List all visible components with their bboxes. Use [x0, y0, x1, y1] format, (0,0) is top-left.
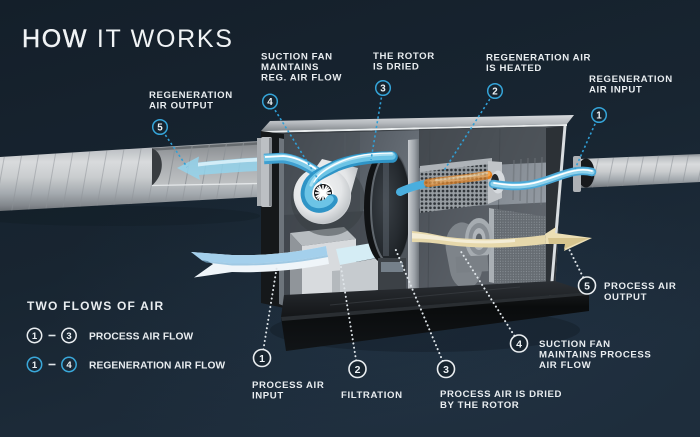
svg-text:3: 3: [443, 364, 449, 376]
svg-text:PROCESS AIR IS DRIED: PROCESS AIR IS DRIED: [440, 389, 562, 400]
svg-text:REGENERATION: REGENERATION: [589, 74, 673, 85]
svg-text:SUCTION FAN: SUCTION FAN: [261, 52, 333, 63]
svg-text:AIR INPUT: AIR INPUT: [589, 85, 642, 96]
svg-text:FILTRATION: FILTRATION: [341, 390, 403, 401]
svg-text:2: 2: [355, 364, 361, 376]
svg-text:1: 1: [32, 360, 38, 371]
svg-text:PROCESS AIR: PROCESS AIR: [604, 281, 676, 292]
svg-text:TWO FLOWS OF AIR: TWO FLOWS OF AIR: [27, 299, 164, 313]
svg-text:1: 1: [596, 111, 602, 122]
svg-text:REGENERATION: REGENERATION: [149, 90, 233, 101]
svg-text:1: 1: [259, 353, 265, 365]
svg-text:BY THE ROTOR: BY THE ROTOR: [440, 400, 519, 411]
svg-text:AIR FLOW: AIR FLOW: [539, 360, 592, 371]
svg-text:IS HEATED: IS HEATED: [486, 63, 542, 74]
svg-text:SUCTION FAN: SUCTION FAN: [539, 339, 611, 350]
svg-text:PROCESS AIR FLOW: PROCESS AIR FLOW: [89, 332, 194, 343]
svg-text:INPUT: INPUT: [252, 391, 284, 402]
svg-text:AIR OUTPUT: AIR OUTPUT: [149, 101, 214, 112]
svg-text:MAINTAINS: MAINTAINS: [261, 62, 319, 73]
svg-text:IS DRIED: IS DRIED: [373, 62, 419, 73]
svg-text:5: 5: [157, 123, 163, 134]
svg-text:MAINTAINS PROCESS: MAINTAINS PROCESS: [539, 350, 651, 361]
svg-text:THE ROTOR: THE ROTOR: [373, 51, 435, 62]
svg-text:2: 2: [492, 87, 498, 98]
svg-text:REGENERATION AIR: REGENERATION AIR: [486, 53, 591, 64]
svg-text:REG. AIR FLOW: REG. AIR FLOW: [261, 73, 342, 84]
svg-text:REGENERATION AIR FLOW: REGENERATION AIR FLOW: [89, 361, 226, 372]
svg-text:5: 5: [584, 280, 590, 292]
svg-text:PROCESS AIR: PROCESS AIR: [252, 380, 324, 391]
svg-text:1: 1: [32, 331, 38, 342]
svg-text:3: 3: [66, 331, 71, 342]
svg-text:HOW IT WORKS: HOW IT WORKS: [22, 25, 234, 53]
svg-text:4: 4: [516, 338, 522, 350]
svg-text:OUTPUT: OUTPUT: [604, 292, 647, 303]
svg-text:3: 3: [380, 84, 386, 95]
svg-text:4: 4: [267, 97, 273, 108]
svg-text:4: 4: [66, 360, 72, 371]
